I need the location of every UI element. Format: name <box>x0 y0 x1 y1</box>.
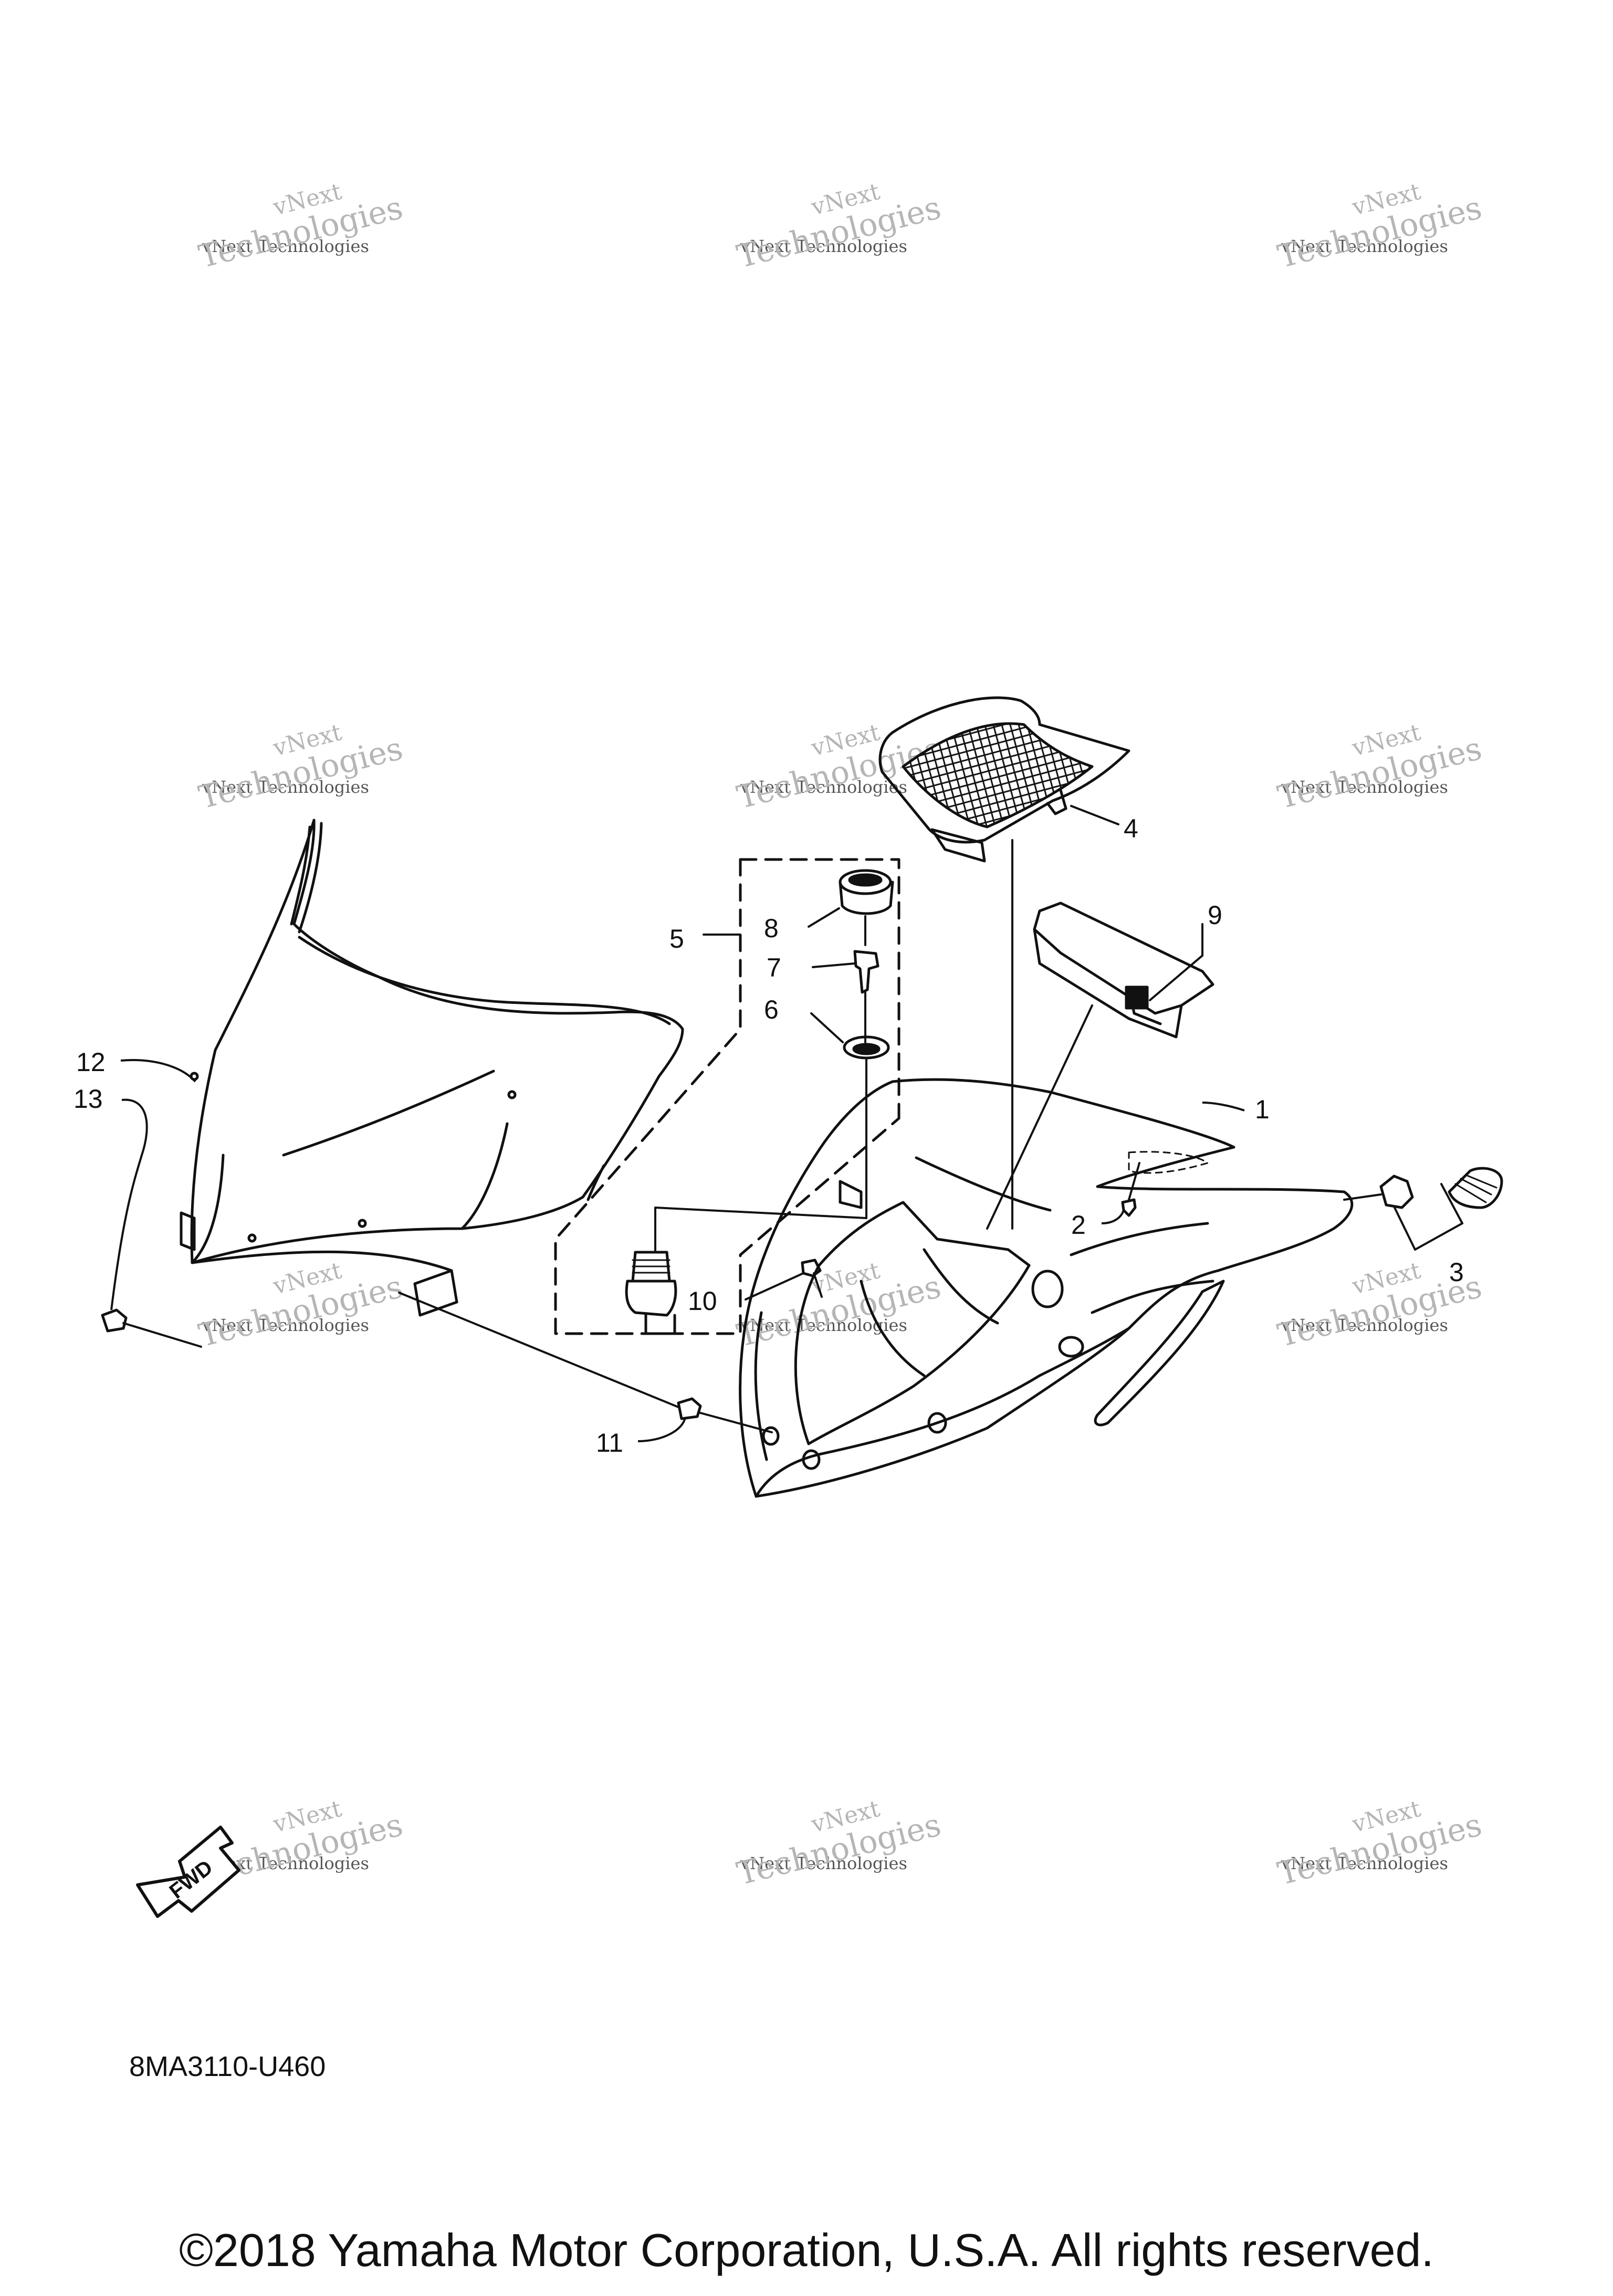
callout-11: 11 <box>596 1428 623 1458</box>
ring-part-6 <box>810 1012 890 1219</box>
watermark-text: vNext Technologies <box>1281 236 1448 256</box>
watermark-text: vNext Technologies <box>1281 1853 1448 1873</box>
copyright-notice: ©2018 Yamaha Motor Corporation, U.S.A. A… <box>179 2224 1434 2276</box>
callout-4: 4 <box>1124 814 1138 843</box>
watermark-text: vNext Technologies <box>740 777 907 797</box>
callout-2: 2 <box>1071 1210 1086 1240</box>
key-switch-kit-box <box>554 858 900 1335</box>
callout-1: 1 <box>1255 1095 1270 1124</box>
key-switch-part <box>625 1207 867 1335</box>
part-code: 8MA3110-U460 <box>129 2051 326 2082</box>
callout-13: 13 <box>74 1084 103 1114</box>
watermark-text: vNext Technologies <box>1281 1315 1448 1335</box>
fitting-part-3 <box>1343 1167 1503 1251</box>
watermark-text: vNext Technologies <box>740 236 907 256</box>
callout-7: 7 <box>767 953 781 982</box>
watermark-text: vNext Technologies <box>202 236 369 256</box>
windshield-part <box>180 819 684 1317</box>
screw-part-2 <box>1121 1162 1140 1217</box>
key-part-7 <box>812 950 879 1043</box>
watermark-text: vNext Technologies <box>202 1315 369 1335</box>
cowling-part <box>739 1078 1354 1498</box>
watermark-text: vNext Technologies <box>740 1853 907 1873</box>
callout-9: 9 <box>1208 900 1222 930</box>
storage-lid-part-4 <box>878 696 1130 1230</box>
nut-part-13 <box>101 1308 202 1348</box>
watermark-text: vNext Technologies <box>1281 777 1448 797</box>
callout-12: 12 <box>76 1047 106 1077</box>
cap-part-8 <box>808 869 894 946</box>
forward-arrow-icon: FWD <box>136 1826 240 1918</box>
watermark-text: vNext Technologies <box>202 777 369 797</box>
module-part-9 <box>986 901 1214 1230</box>
callout-8: 8 <box>764 914 779 943</box>
callout-5: 5 <box>669 924 684 953</box>
screw-part-10 <box>745 1259 823 1301</box>
callout-3: 3 <box>1449 1257 1464 1287</box>
callout-10: 10 <box>688 1286 717 1316</box>
callout-6: 6 <box>764 995 779 1024</box>
